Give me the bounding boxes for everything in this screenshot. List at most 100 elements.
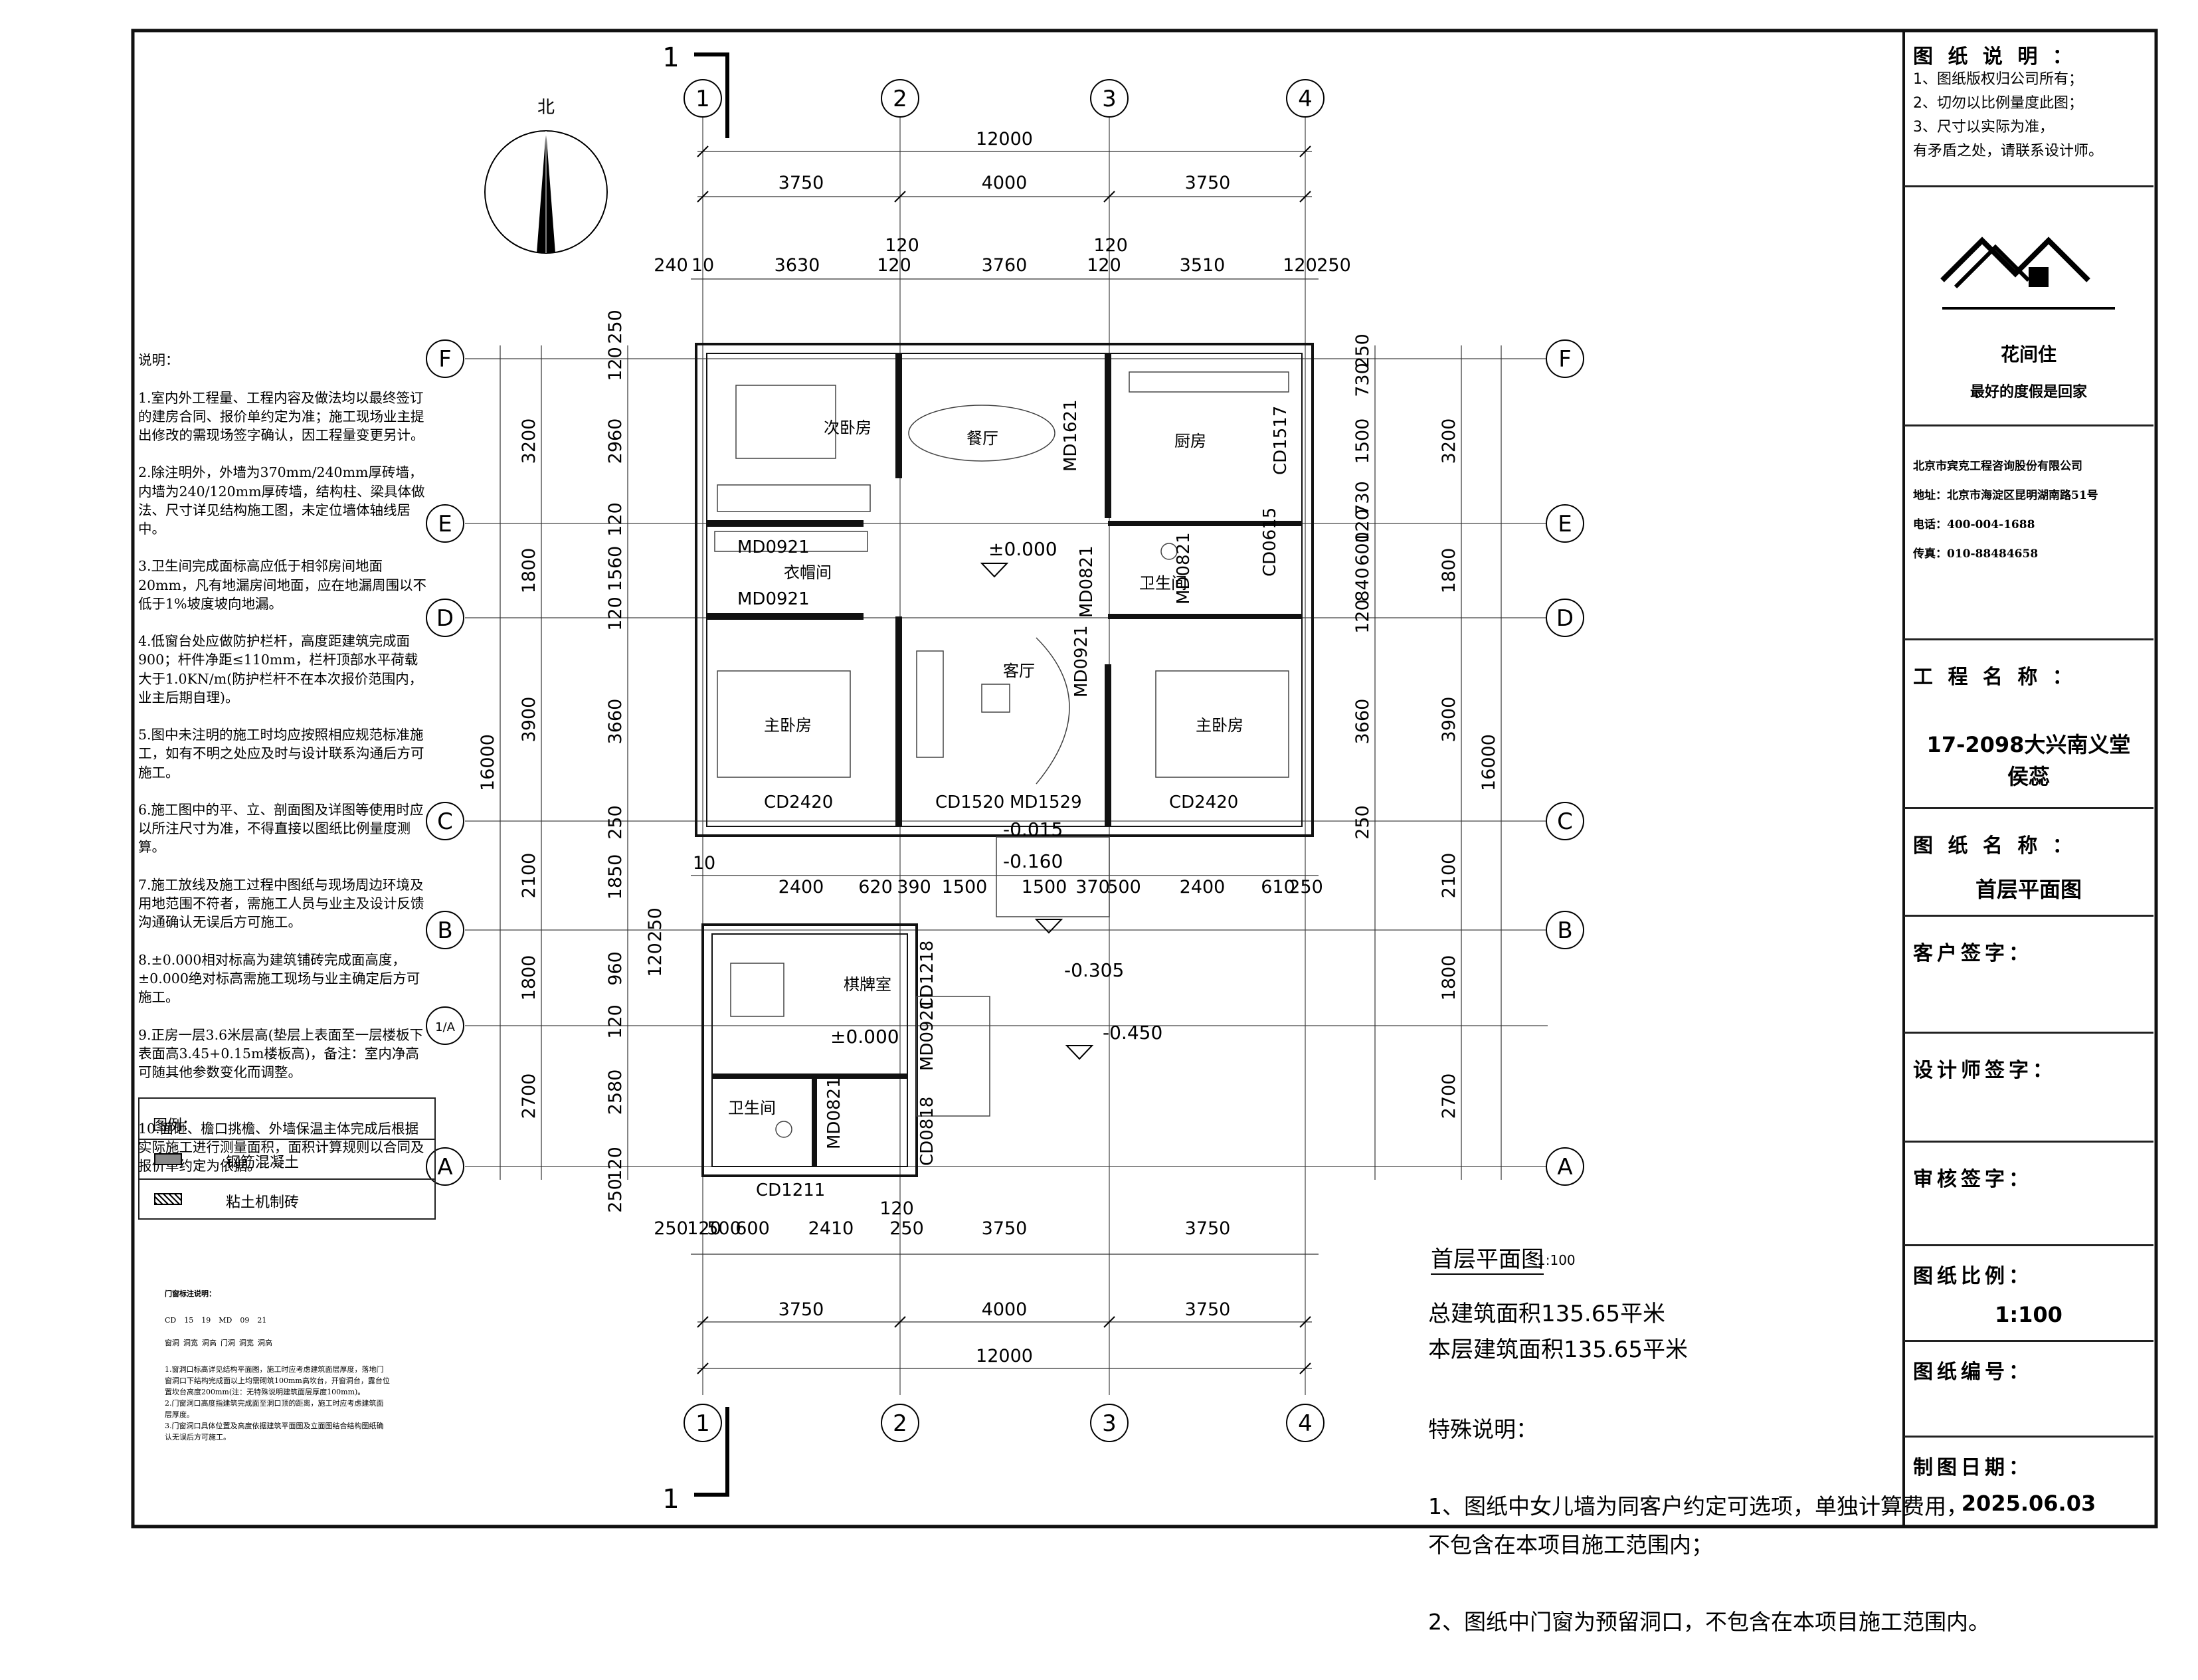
level-triangle-yard bbox=[1065, 1045, 1094, 1060]
axis-A-left: A bbox=[426, 1147, 464, 1186]
dim-top-total: 12000 bbox=[976, 129, 1033, 149]
dim-top-detail: 3630 bbox=[775, 255, 820, 276]
tb-project: 工 程 名 称 ： 17-2098大兴南义堂 侯蕊 bbox=[1904, 640, 2153, 809]
dim-left-inner: 120 bbox=[605, 347, 626, 381]
opening-md0921-d: MD0921 bbox=[917, 998, 937, 1071]
dim-bottom-detail: 600 bbox=[735, 1218, 770, 1239]
tb-note: 1、图纸版权归公司所有； bbox=[1913, 71, 2083, 88]
code-item: 15 bbox=[184, 1316, 194, 1325]
dim-left-inner: 120 bbox=[605, 1147, 626, 1181]
project-label: 工 程 名 称 ： bbox=[1913, 666, 2076, 689]
opening-cd1520: CD1520 bbox=[935, 793, 1004, 812]
designer-sign-label: 设计师签字： bbox=[1913, 1059, 2057, 1082]
note-item: 6.施工图中的平、立、剖面图及详图等使用时应以所注尺寸为准，不得直接以图纸比例量… bbox=[138, 802, 424, 856]
tb-logo-section: 花间住 最好的度假是回家 bbox=[1904, 187, 2153, 426]
room-bathroom-lower: 卫生间 bbox=[728, 1099, 776, 1117]
dim-right-bay: 3900 bbox=[1439, 697, 1459, 743]
special-heading: 特殊说明： bbox=[1428, 1416, 1538, 1442]
axis-label: 4 bbox=[1298, 1410, 1313, 1437]
axis-label: B bbox=[437, 917, 452, 944]
note-item: 4.低窗台处应做防护栏杆，高度距建筑完成面900；杆件净距≤110mm，栏杆顶部… bbox=[138, 633, 423, 705]
kitchen-counter bbox=[1129, 371, 1289, 393]
bed-right-master bbox=[1155, 670, 1289, 778]
dim-bottom-detail: 2410 bbox=[808, 1218, 854, 1239]
code-item: 21 bbox=[257, 1316, 267, 1325]
code-item: MD bbox=[219, 1316, 232, 1325]
floor-area: 本层建筑面积135.65平米 bbox=[1428, 1337, 1688, 1363]
dim-bottom-bay: 3750 bbox=[1185, 1299, 1231, 1320]
dim-mid: 370 bbox=[1075, 877, 1110, 897]
axis-B-left: B bbox=[426, 911, 464, 949]
axis-1-bottom: 1 bbox=[684, 1404, 722, 1442]
level-marks: ±0.000 -0.015 -0.160 -0.305 -0.450 ±0.00… bbox=[830, 538, 1162, 1060]
room-master-left: 主卧房 bbox=[764, 716, 812, 735]
level-main: ±0.000 bbox=[988, 538, 1057, 560]
dim-top-detail: 3510 bbox=[1180, 255, 1226, 276]
dim-mid: 250 bbox=[1289, 877, 1323, 897]
section-number: 1 bbox=[662, 43, 679, 73]
axis-label: D bbox=[436, 605, 454, 632]
axis-E-left: E bbox=[426, 504, 464, 543]
level-triangle-main bbox=[980, 563, 1009, 578]
dimension-ticks bbox=[697, 145, 1311, 1374]
opening-cd2420-b: CD2420 bbox=[1169, 793, 1238, 812]
dim-mid: 1500 bbox=[942, 877, 988, 897]
axis-C-right: C bbox=[1546, 802, 1584, 840]
axis-2-bottom: 2 bbox=[881, 1404, 919, 1442]
dim-mid: 2400 bbox=[778, 877, 824, 897]
dimension-lines bbox=[500, 151, 1502, 1369]
dim-right-bay: 1800 bbox=[1439, 955, 1459, 1001]
dim-mid: 1500 bbox=[1022, 877, 1067, 897]
logo-name: 花间住 bbox=[2000, 343, 2057, 365]
axis-label: A bbox=[1557, 1154, 1572, 1180]
axis-F-right: F bbox=[1546, 339, 1584, 378]
axis-label: 3 bbox=[1102, 1410, 1117, 1437]
axis-label: B bbox=[1557, 917, 1572, 944]
house-logo-icon bbox=[1940, 236, 2115, 310]
dim-left-inner: 960 bbox=[605, 951, 626, 986]
axis-label: 4 bbox=[1298, 86, 1313, 112]
axis-3-top: 3 bbox=[1090, 79, 1129, 118]
dim-right-inner: 600 bbox=[1352, 531, 1373, 566]
toilet-lower bbox=[775, 1121, 792, 1138]
opening-md0821-a: MD0821 bbox=[1077, 545, 1097, 618]
axis-F-left: F bbox=[426, 339, 464, 378]
drawing-value: 首层平面图 bbox=[1975, 877, 2082, 902]
dim-left-inner: 250 bbox=[605, 805, 626, 840]
dim-right-inner: 1500 bbox=[1352, 419, 1373, 464]
cloak-shelf bbox=[714, 531, 868, 552]
tb-number: 图纸编号： bbox=[1904, 1342, 2153, 1438]
section-mark-top: 1 bbox=[662, 43, 729, 138]
code-item: 09 bbox=[240, 1316, 250, 1325]
mahjong-table bbox=[730, 963, 784, 1017]
dim-mid: 2400 bbox=[1180, 877, 1226, 897]
dim-right-inner: 3660 bbox=[1352, 699, 1373, 745]
door-legend-notes: 1.窗洞口标高详见结构平面图，施工时应考虑建筑面层厚度，落地门窗洞口下结构完成面… bbox=[165, 1365, 390, 1442]
dining-table bbox=[908, 405, 1055, 462]
axis-B-right: B bbox=[1546, 911, 1584, 949]
caption-item: 洞高 bbox=[202, 1339, 217, 1347]
dim-mid: 10 bbox=[693, 853, 715, 874]
dim-mid: 620 bbox=[858, 877, 893, 897]
entry-step bbox=[996, 836, 1110, 917]
dim-left-inner: 2580 bbox=[605, 1070, 626, 1115]
axis-label: F bbox=[438, 346, 452, 373]
main-house-inner-wall bbox=[706, 353, 1303, 827]
plan-scale: 1:100 bbox=[1537, 1252, 1576, 1268]
dim-bottom-total: 12000 bbox=[976, 1346, 1033, 1366]
opening-md0921-a: MD0921 bbox=[737, 537, 810, 557]
brick-swatch bbox=[154, 1193, 182, 1205]
axis-4-top: 4 bbox=[1286, 79, 1325, 118]
caption-item: 窗洞 bbox=[165, 1339, 179, 1347]
room-kitchen: 厨房 bbox=[1174, 432, 1206, 450]
axis-4-bottom: 4 bbox=[1286, 1404, 1325, 1442]
tb-client-sign: 客户签字： bbox=[1904, 917, 2153, 1034]
floor-plan-sheet: 北 1 1 1 2 3 4 1 2 3 4 F E D C B 1/ bbox=[131, 29, 2158, 1529]
wardrobe-second bbox=[717, 484, 871, 512]
dim-top-bay: 3750 bbox=[778, 173, 824, 193]
axis-bubbles: 1 2 3 4 1 2 3 4 F E D C B 1/A A F E D C … bbox=[426, 79, 1584, 1442]
annex-inner-wall bbox=[711, 933, 908, 1167]
company-address: 地址：北京市海淀区昆明湖南路51号 bbox=[1913, 489, 2098, 502]
caption-item: 洞宽 bbox=[183, 1339, 198, 1347]
north-arrow: 北 bbox=[484, 98, 608, 254]
